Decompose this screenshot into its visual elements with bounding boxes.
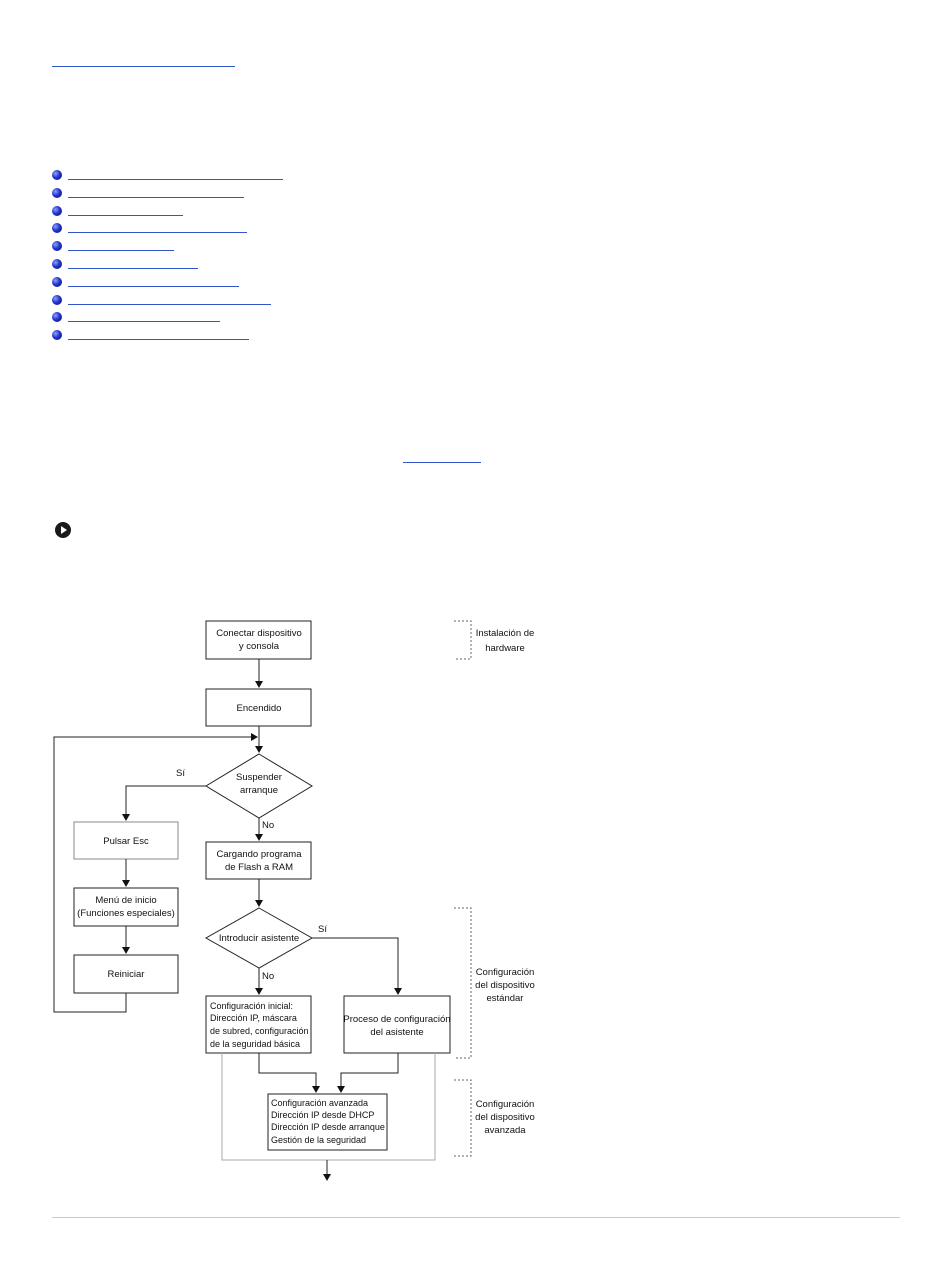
bullet-icon [52,205,62,216]
advanced-config-line-1: Configuración avanzada [271,1098,368,1108]
box-load-flash [205,841,312,880]
wizard-process-line-2: del asistente [370,1027,423,1038]
box-boot-menu [73,887,179,927]
advanced-config-line-4: Gestión de la seguridad [271,1135,366,1145]
bullet-icon [52,187,62,198]
box-connect [205,620,312,660]
load-flash-line-1: Cargando programa [216,849,302,860]
connect-line-2: y consola [239,641,280,652]
std-label-1: Configuración [476,967,535,978]
bullet-icon [52,241,62,252]
initial-config-line-4: de la seguridad básica [210,1039,300,1049]
no-label-1: No [262,820,274,831]
boot-menu-line-2: (Funciones especiales) [77,908,175,919]
bullet-icon [52,312,62,323]
initial-config-line-3: de subred, configuración [210,1026,309,1036]
suspend-line-1: Suspender [236,772,282,783]
suspend-line-2: arranque [240,785,278,796]
advanced-config-line-3: Dirección IP desde arranque [271,1122,385,1132]
adv-label-2: del dispositivo [475,1112,535,1123]
wizard-decision-text: Introducir asistente [219,933,299,944]
wizard-process-line-1: Proceso de configuración [343,1014,450,1025]
connect-line-1: Conectar dispositivo [216,628,302,639]
hw-bracket [454,620,472,660]
top-link[interactable] [52,52,235,67]
hw-label-1: Instalación de [476,628,535,639]
initial-config-line-1: Configuración inicial: [210,1001,293,1011]
notice-icon [55,522,71,538]
press-esc-text: Pulsar Esc [103,836,149,847]
std-label-3: estándar [487,993,524,1004]
box-advanced-config [267,1093,388,1151]
power-text: Encendido [237,703,282,714]
hw-label-2: hardware [485,643,525,654]
boot-menu-line-1: Menú de inicio [95,895,156,906]
advanced-config-line-2: Dirección IP desde DHCP [271,1110,374,1120]
adv-bracket [454,1079,472,1157]
restart-text: Reiniciar [108,969,145,980]
bullet-icon [52,170,62,180]
std-bracket [454,907,472,1059]
load-flash-line-2: de Flash a RAM [225,862,293,873]
bullet-icon [52,276,62,287]
footer-divider [52,1217,900,1218]
yes-label-2: Sí [318,924,327,935]
adv-label-1: Configuración [476,1099,535,1110]
bullet-icon [52,223,62,234]
initial-config-line-2: Dirección IP, máscara [210,1013,297,1023]
adv-label-3: avanzada [484,1125,526,1136]
bullet-icon [52,258,62,269]
yes-label-1: Sí [176,768,185,779]
body-link[interactable] [403,451,481,463]
bullet-icon [52,330,62,341]
std-label-2: del dispositivo [475,980,535,991]
no-label-2: No [262,971,274,982]
bullet-icon [52,294,62,305]
box-wizard-process [343,995,451,1054]
